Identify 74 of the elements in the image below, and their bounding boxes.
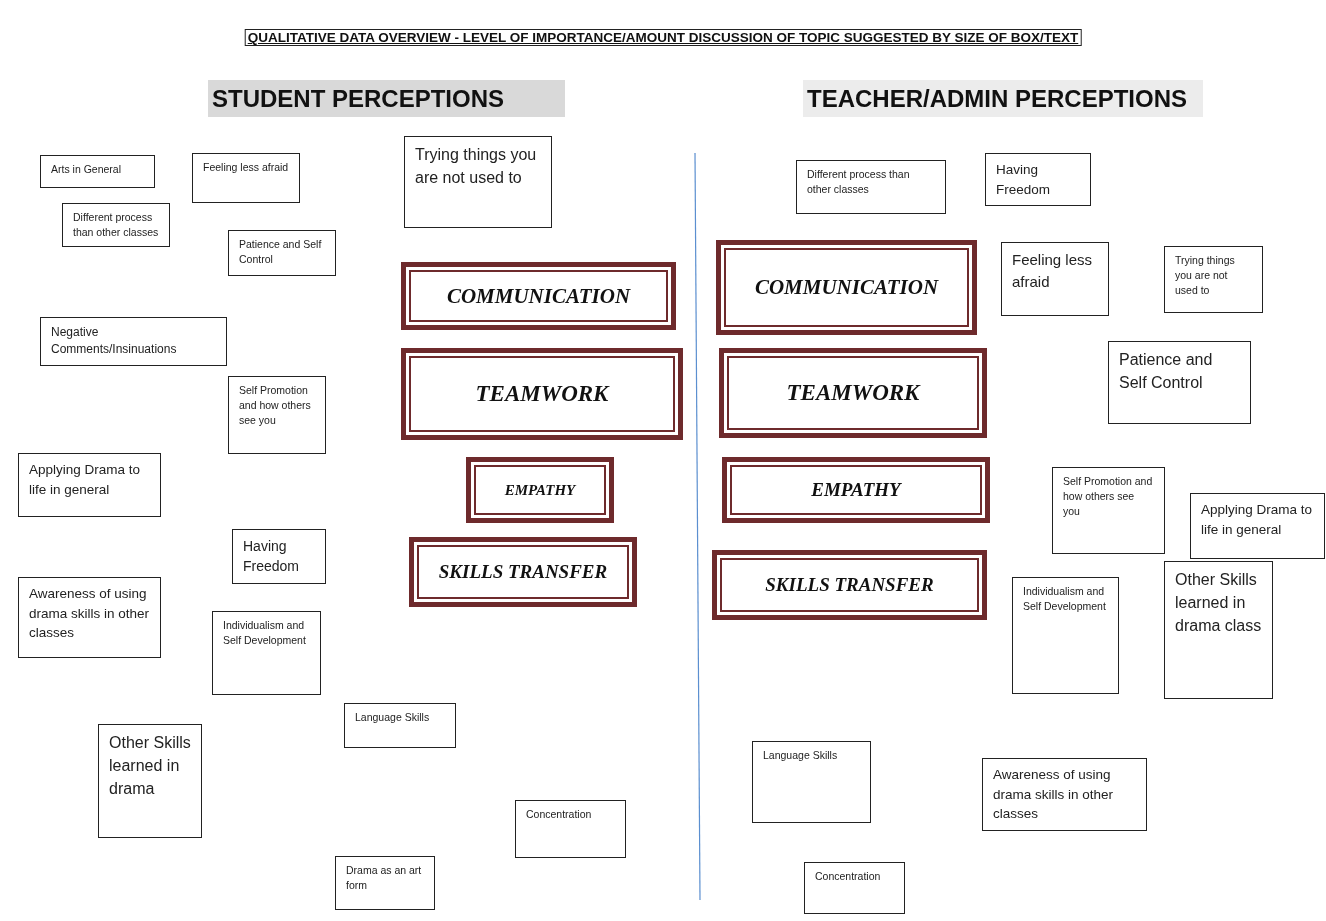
topic-text: Concentration [815,869,882,884]
theme-box [722,457,990,523]
topic-text: Feeling less afraid [203,160,289,175]
topic-text: Negative Comments/Insinuations [51,324,178,359]
text-box [804,862,905,914]
text-box [344,703,456,748]
theme-box [466,457,614,523]
theme-box [712,550,987,620]
topic-text: Awareness of using drama skills in other classes [29,585,150,643]
text-box [40,317,227,366]
topic-text: Awareness of using drama skills in other classes [993,766,1115,824]
text-box [1164,561,1273,699]
text-box [40,155,155,188]
theme-label: COMMUNICATION [446,283,631,309]
topic-text: Feeling less afraid [1012,250,1094,292]
text-box [404,136,552,228]
text-box [62,203,170,248]
text-box [1052,467,1165,554]
text-box [18,577,161,658]
topic-text: Patience and Self Control [239,237,323,268]
theme-label: COMMUNICATION [754,275,939,300]
theme-label: EMPATHY [811,479,901,501]
text-box [1108,341,1251,424]
text-box [228,376,326,454]
topic-text: Applying Drama to life in general [1201,501,1314,539]
topic-text: Concentration [526,807,593,822]
topic-text: Individualism and Self Development [1023,584,1107,615]
text-box [1190,493,1325,559]
text-box [515,800,626,858]
text-box [1012,577,1119,694]
topic-text: Different process than other classes [807,167,911,198]
theme-label: SKILLS TRANSFER [765,574,934,596]
theme-label: TEAMWORK [475,381,609,407]
theme-box [401,348,683,440]
topic-text: Language Skills [763,748,839,763]
theme-label: EMPATHY [504,481,576,499]
topic-text: Having Freedom [996,161,1052,199]
text-box [796,160,946,214]
topic-text: Patience and Self Control [1119,350,1214,394]
text-box [1164,246,1263,313]
topic-text: Individualism and Self Development [223,618,307,649]
topic-text: Arts in General [51,162,123,177]
theme-label: TEAMWORK [786,380,920,406]
text-box [212,611,321,695]
text-box [192,153,300,203]
section-heading: STUDENT PERCEPTIONS [212,84,505,113]
topic-text: Self Promotion and how others see you [1063,474,1154,520]
topic-text: Language Skills [355,710,431,725]
text-box [18,453,161,517]
diagram-title: QUALITATIVE DATA OVERVIEW - LEVEL OF IMPORTANCE/AMOUNT DISCUSSION OF TOPIC SUGGESTED BY SIZE OF BOX/TEXT [244,29,1082,46]
topic-text: Drama as an art form [346,863,423,894]
heading-band [208,80,565,117]
theme-label: SKILLS TRANSFER [438,561,608,583]
theme-box [409,537,637,607]
text-box [98,724,202,838]
topic-text: Trying things you are not used to [415,145,538,189]
text-box [752,741,871,823]
text-box [232,529,326,584]
text-box [985,153,1091,207]
topic-text: Other Skills learned in drama [109,733,191,800]
text-box [335,856,435,910]
topic-text: Trying things you are not used to [1175,253,1236,299]
section-heading: TEACHER/ADMIN PERCEPTIONS [807,84,1188,113]
theme-box [716,240,977,335]
topic-text: Other Skills learned in drama class [1175,570,1262,637]
text-box [1001,242,1109,316]
topic-text: Different process than other classes [73,210,159,241]
topic-text: Applying Drama to life in general [29,461,142,499]
text-box [982,758,1147,831]
theme-box [401,262,676,330]
text-box [228,230,336,276]
topic-text: Self Promotion and how others see you [239,383,312,429]
theme-box [719,348,987,438]
topic-text: Having Freedom [243,537,301,577]
